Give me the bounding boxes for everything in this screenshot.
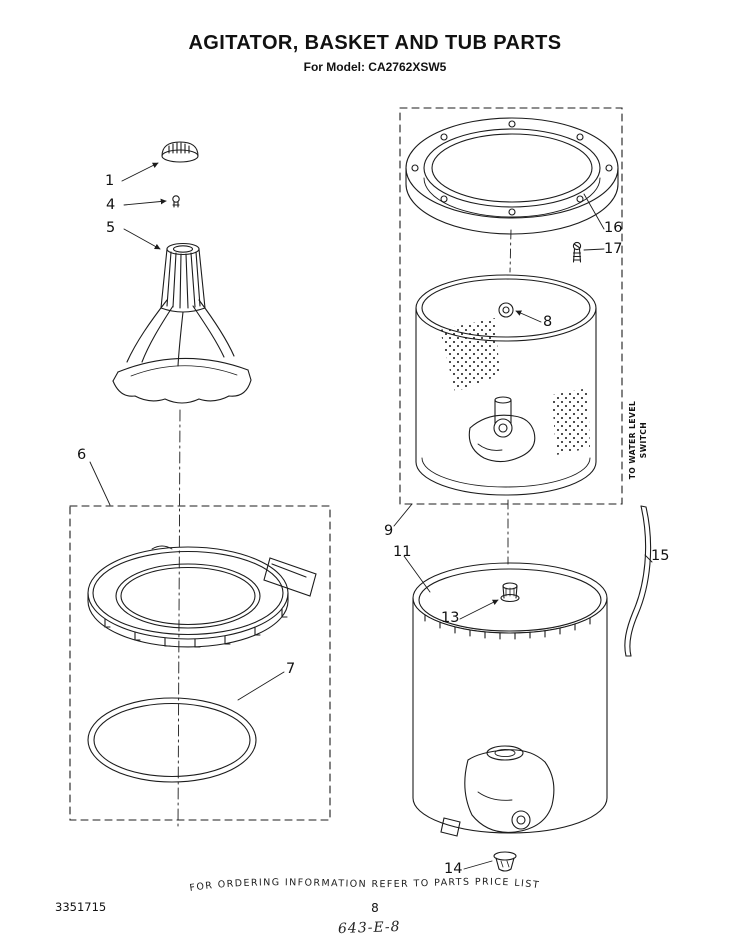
leader-lines — [89, 162, 653, 870]
page-number: 8 — [371, 901, 379, 915]
water-level-switch-label: TO WATER LEVEL SWITCH — [627, 385, 677, 495]
callout-5: 5 — [106, 220, 116, 236]
ordering-note: FOR ORDERING INFORMATION REFER TO PARTS … — [189, 877, 541, 894]
agitator-drawing — [112, 242, 252, 404]
callout-13: 13 — [441, 610, 460, 626]
left-centerline — [177, 409, 181, 829]
callout-8: 8 — [543, 314, 553, 330]
top-ring-drawing — [405, 117, 619, 235]
upper-right-centerline — [509, 229, 512, 273]
callout-14: 14 — [444, 861, 463, 877]
callout-7: 7 — [286, 661, 296, 677]
callout-6: 6 — [77, 447, 87, 463]
tub-fitting-drawing — [493, 851, 517, 872]
tub-drawing — [412, 562, 608, 837]
seal-stud-drawing — [172, 195, 180, 208]
page-title: AGITATOR, BASKET AND TUB PARTS — [188, 32, 562, 54]
gasket-drawing — [87, 697, 257, 783]
callout-16: 16 — [604, 220, 623, 236]
callout-11: 11 — [393, 544, 412, 560]
agitator-cap-drawing — [161, 141, 199, 163]
tub-ring-drawing — [87, 545, 317, 648]
callout-15: 15 — [651, 548, 670, 564]
model-line: For Model: CA2762XSW5 — [303, 60, 447, 74]
callout-1: 1 — [105, 173, 115, 189]
callout-17: 17 — [604, 241, 623, 257]
callout-4: 4 — [106, 197, 116, 213]
hose-drawing — [624, 505, 652, 657]
screw-drawing — [572, 241, 582, 263]
document-number: 3351715 — [55, 900, 107, 914]
basket-drawing — [415, 274, 597, 496]
dashed-box-6 — [69, 505, 331, 821]
water-level-switch-line1: TO WATER LEVEL — [628, 400, 637, 480]
plate-code: 643-E-8 — [337, 918, 401, 938]
callout-9: 9 — [384, 523, 394, 539]
dashed-box-9 — [399, 107, 623, 505]
water-level-switch-line2: SWITCH — [639, 421, 649, 459]
